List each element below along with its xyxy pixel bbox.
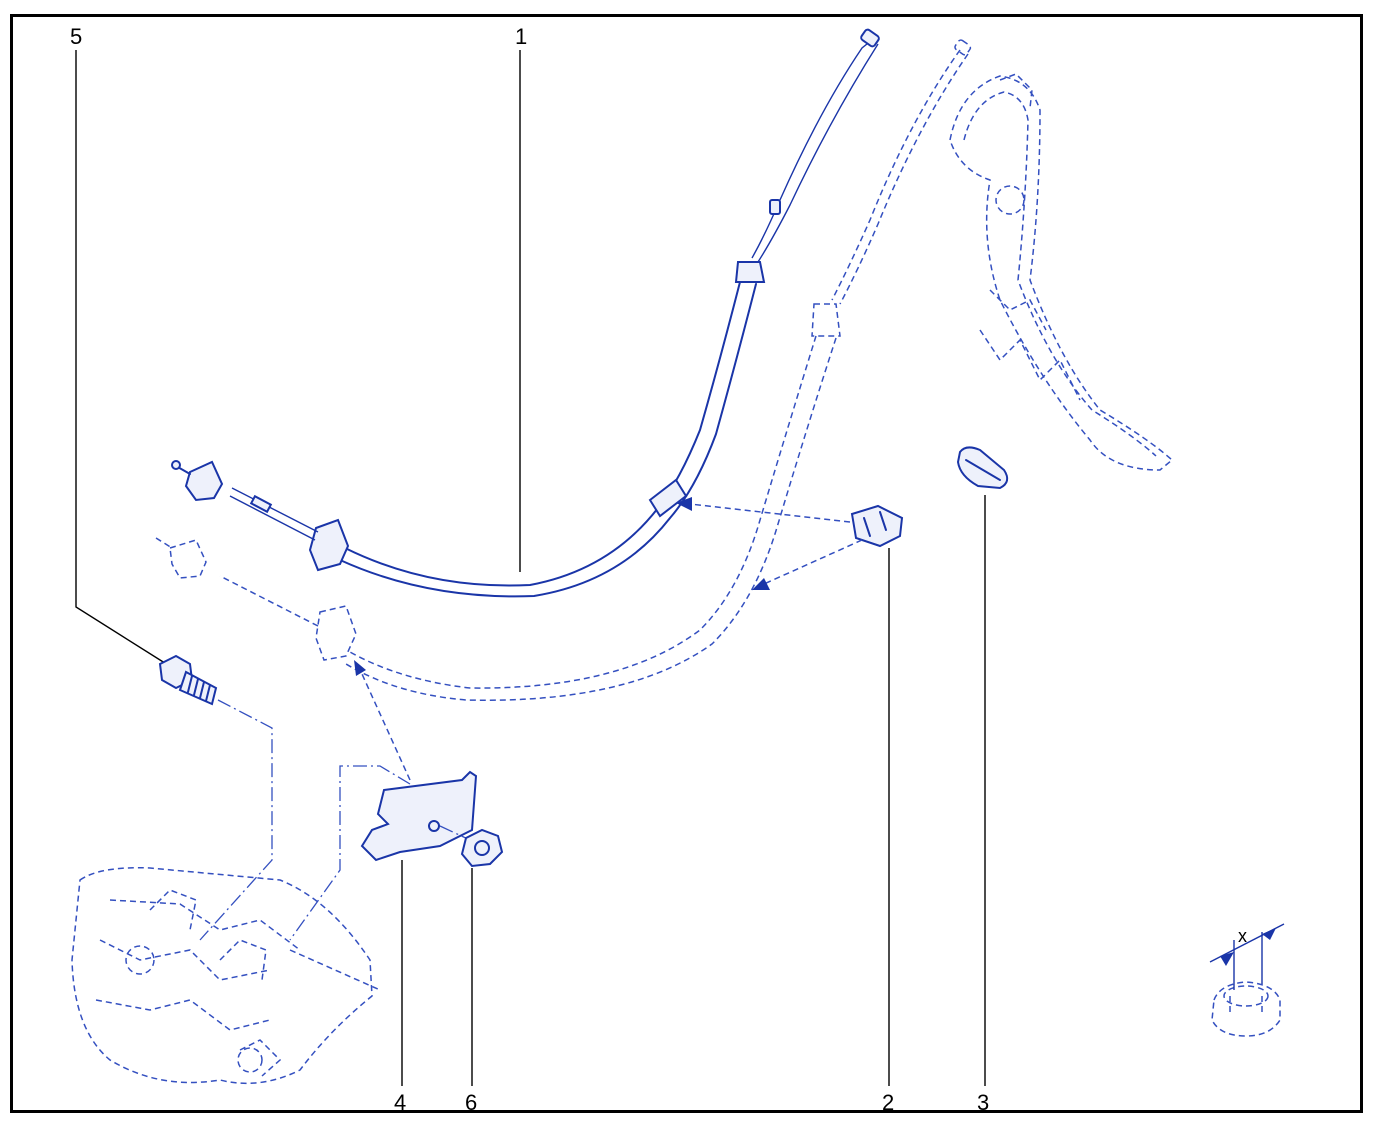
bracket-hole <box>428 820 440 832</box>
nut-body <box>460 828 504 868</box>
arrow-clip-lower <box>752 578 770 590</box>
callout-label-2: 2 <box>882 1090 894 1115</box>
clutch-cable-part-1 <box>171 28 880 598</box>
diagram-frame <box>10 14 1363 1113</box>
callout-label-4: 4 <box>394 1090 406 1115</box>
bracket-plate <box>360 770 478 862</box>
cable-alternate-position <box>155 39 972 701</box>
cable-end-stud <box>171 460 181 470</box>
nut-dimension-detail: x <box>1209 923 1285 1037</box>
bracket-part-4 <box>289 660 478 941</box>
callout-label-1: 1 <box>515 24 527 49</box>
cable-inner-wire <box>751 39 873 259</box>
rod-sleeve <box>249 494 273 514</box>
leader-line-5 <box>75 50 169 666</box>
cable-sheath-inner <box>339 283 757 598</box>
arrow-clip-upper <box>676 497 692 511</box>
cable-adjuster-end <box>184 460 224 502</box>
callout-label-5: 5 <box>70 24 82 49</box>
sheath-upper-fitting <box>734 261 766 283</box>
pedal-assembly <box>949 73 1174 471</box>
arrow-bracket-to-cable <box>354 660 366 676</box>
bolt-shank <box>178 670 218 706</box>
clip-body <box>850 504 904 548</box>
cable-end-fitting-top <box>860 28 880 48</box>
cable-damper <box>308 518 350 572</box>
dimension-x-label: x <box>1238 926 1247 946</box>
clip-part-2 <box>676 497 904 590</box>
cable-wire-ferrule <box>769 199 781 215</box>
transmission-housing <box>71 867 381 1085</box>
cable-sheath-outer <box>344 281 741 587</box>
leader-lines <box>75 50 986 1086</box>
callout-label-6: 6 <box>465 1090 477 1115</box>
bolt-part-5 <box>158 654 273 941</box>
callout-label-3: 3 <box>977 1090 989 1115</box>
sheath-grommet <box>648 478 688 518</box>
nut-part-6 <box>460 828 504 868</box>
pedal-pad-part-3 <box>956 446 1009 490</box>
pedal-pad <box>956 446 1009 490</box>
